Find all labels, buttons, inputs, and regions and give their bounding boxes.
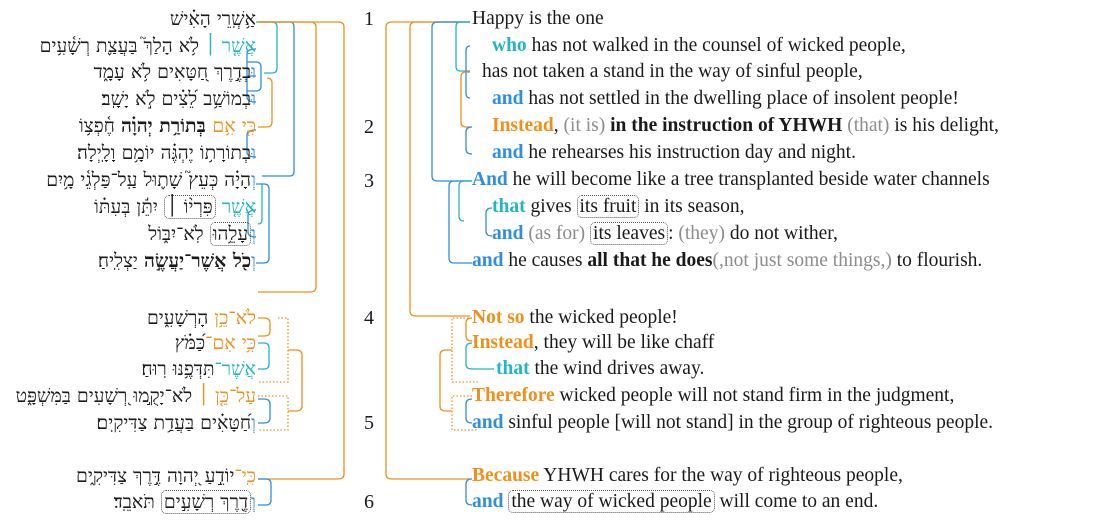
verse-number-4: 4 [364,307,374,329]
english-line: Instead, they will be like chaff [472,332,715,353]
eng-bracket-teal-1 [455,21,470,72]
verse-number-6: 6 [364,491,374,513]
english-line: and has not settled in the dwelling plac… [492,88,959,109]
english-line: who has not walked in the counsel of wic… [492,35,906,56]
english-boxed-phrase: the way of wicked people [508,490,715,513]
heb-bracket-5-6 [246,129,257,158]
english-line: Not so the wicked people! [472,307,678,328]
english-boxed-phrase: its fruit [576,195,640,218]
english-line: and he rehearses his instruction day and… [492,142,856,163]
english-line: Instead, (it is) in the instruction of Y… [492,115,999,136]
conjunction: Not so [472,307,525,328]
eng-bracket-blue-1-3 [431,21,470,182]
conjunction: who [492,35,527,56]
english-line: has not taken a stand in the way of sinf… [482,61,863,82]
hebrew-boxed-phrase: עָלֵ֥הוּ [209,222,252,246]
conjunction: and [492,142,524,163]
verse-number-3: 3 [364,170,374,192]
english-line: and the way of wicked people will come t… [472,490,879,513]
hebrew-line: לֹא־כֵ֥ן הָרְשָׁעִ֑ים [146,307,256,329]
heb-bracket-orange-outer [258,21,345,480]
english-line: and (as for) its leaves: (they) do not w… [492,222,838,245]
conjunction: and [472,250,504,271]
conjunction: Instead [492,115,554,136]
conjunction: and [472,491,504,512]
conjunction: and [472,412,504,433]
conjunction: Therefore [472,385,555,406]
hebrew-line: וְחַ֝טָּאִ֗ים בַּעֲדַ֥ת צַדִּיקִֽים׃ [96,412,256,434]
hebrew-line: וְעָלֵ֥הוּ לֹֽא־יִבּ֑וֹל [148,222,256,246]
hebrew-line: וּבְדֶ֣רֶךְ חַ֭טָּאִים לֹ֥א עָמָ֑ד [93,61,256,83]
english-line: Therefore wicked people will not stand f… [472,385,955,406]
verse-number-1: 1 [364,8,374,30]
eng-bracket-orange-outer [385,21,470,480]
english-line: And he will become like a tree transplan… [472,169,990,190]
hebrew-line: עַל־כֵּ֤ן ׀ לֹא־יָקֻ֣מוּ רְ֭שָׁעִים בַּמ… [15,385,256,407]
english-boxed-phrase: its leaves [590,222,669,245]
english-line: Because YHWH cares for the way of righte… [472,465,903,486]
hebrew-boxed-phrase: דֶ֖רֶךְ רְשָׁעִ֣ים [160,490,252,514]
conjunction: Because [472,465,540,486]
eng-bracket-orange-inner [409,21,470,317]
hebrew-line: אַ֥שְֽׁרֵי הָאִ֗ישׁ [170,8,256,30]
english-line: and sinful people [will not stand] in th… [472,412,994,433]
hebrew-boxed-phrase: פִּרְי֨וֹ ׀ [163,195,216,219]
hebrew-line: אֲשֶׁר־תִּדְּפֶ֥נּוּ רֽוּחַ׃ [141,358,256,380]
hebrew-line: וּבְמוֹשַׁ֥ב לֵ֝צִ֗ים לֹ֣א יָשָֽׁב׃ [101,88,256,110]
english-line: that gives its fruit in its season, [492,195,745,218]
hebrew-line: כִּֽי־יוֹדֵ֣עַ יְ֭הוָה דֶּ֣רֶךְ צַדִּיקִ… [76,465,256,487]
conjunction: that [492,196,526,217]
conjunction: and [492,88,524,109]
hebrew-line: כִּ֤י אִ֥ם בְּתוֹרַ֥ת יְהוָ֗ה חֶ֫פְצ֥וֹ [78,115,256,137]
verse-number-5: 5 [364,412,374,434]
hebrew-line: כִּ֥י אִם־כַּ֝מֹּ֗ץ [174,332,256,354]
conjunction: And [472,169,508,190]
verse-number-2: 2 [364,116,374,138]
hebrew-line: וּבְתוֹרָת֥וֹ יֶהְגֶּ֗ה יוֹמָ֥ם וָלָֽיְל… [76,142,256,164]
conjunction: that [496,358,530,379]
hebrew-line: וְדֶ֖רֶךְ רְשָׁעִ֣ים תֹּאבֵֽד׃ [113,490,256,514]
hebrew-line: אֲשֶׁ֤ר פִּרְי֨וֹ ׀ יִתֵּ֬ן בְּעִתּ֗וֹ [94,195,256,219]
english-line: and he causes all that he does(,not just… [472,250,983,271]
conjunction: and [492,223,524,244]
hebrew-text-column: אַ֥שְֽׁרֵי הָאִ֗ישׁ אֲשֶׁ֤ר ׀ לֹ֥א הָלַך… [0,0,318,526]
english-line: Happy is the one [472,8,604,29]
hebrew-line: אֲשֶׁ֤ר ׀ לֹ֥א הָלַךְ֮ בַּעֲצַ֪ת רְשָׁ֫ע… [39,35,256,57]
english-line: that the wind drives away. [496,358,705,379]
hebrew-line: וְהָיָ֗ה כְּעֵץ֮ שָׁת֪וּל עַֽל־פַּלְגֵ֫י… [46,169,256,191]
hebrew-line: וְכֹ֖ל אֲשֶׁר־יַעֲשֶׂ֣ה יַצְלִֽיחַ׃ [97,250,256,272]
conjunction: Instead [472,332,534,353]
